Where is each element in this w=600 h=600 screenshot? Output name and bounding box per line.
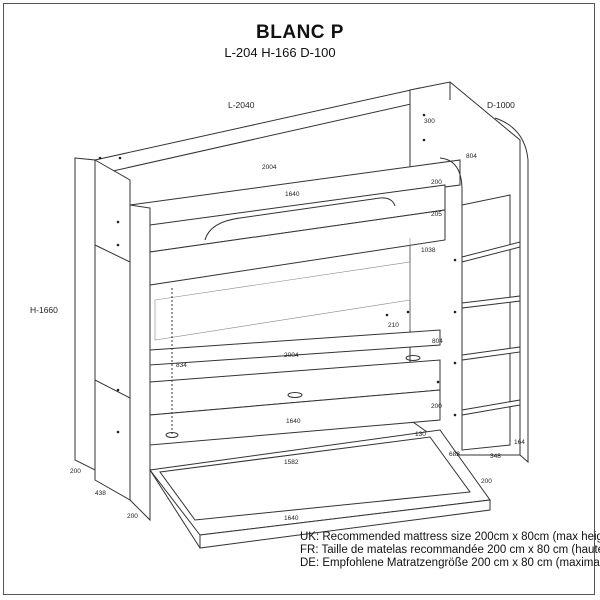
label-dim: 1582	[284, 459, 299, 466]
label-dim: 164	[514, 439, 525, 446]
label-dim: 130	[415, 431, 426, 438]
label-height: H-1660	[30, 305, 58, 315]
label-dim: 2004	[284, 352, 299, 359]
left-front-post	[94, 159, 131, 501]
product-dimensions: L-204 H-166 D-100	[224, 45, 336, 60]
label-dim: 1038	[421, 247, 436, 254]
label-dim: 804	[466, 153, 477, 160]
label-dim: 2004	[262, 164, 277, 171]
hole	[287, 392, 303, 398]
label-dim: 834	[176, 362, 187, 369]
drawer-edge	[149, 469, 201, 549]
page-border	[3, 3, 595, 595]
label-depth: D-1000	[487, 100, 515, 110]
hole	[405, 355, 421, 361]
drawer-inner	[159, 436, 471, 521]
note-fr: FR: Taille de matelas recommandée 200 cm…	[300, 544, 600, 556]
label-dim: 200	[431, 179, 442, 186]
note-de: DE: Empfohlene Matratzengröße 200 cm x 8…	[300, 557, 600, 569]
label-dim: 200	[431, 403, 442, 410]
label-dim: 205	[431, 211, 442, 218]
left-front-post-side	[129, 204, 151, 522]
lower-bed-rail	[149, 329, 441, 366]
product-title: BLANC P	[256, 22, 344, 43]
label-dim: 348	[490, 453, 501, 460]
label-dim: 1640	[286, 418, 301, 425]
label-dim: 210	[388, 322, 399, 329]
label-length: L-2040	[228, 100, 255, 110]
note-uk: UK: Recommended mattress size 200cm x 80…	[300, 531, 600, 543]
left-back-post	[74, 157, 96, 471]
label-dim: 1640	[285, 191, 300, 198]
label-dim: 300	[424, 118, 435, 125]
back-top-rail	[94, 87, 421, 176]
label-dim: 200	[481, 478, 492, 485]
screw-holes	[98, 113, 457, 434]
left-end-rail	[94, 244, 131, 263]
ladder-handrail	[439, 157, 463, 430]
left-end-rail	[94, 379, 131, 399]
guard-cutout	[204, 197, 396, 241]
label-dim: 438	[95, 490, 106, 497]
hole	[165, 432, 179, 438]
right-end-curve	[449, 82, 529, 464]
label-dim: 1640	[284, 515, 299, 522]
label-dim: 200	[127, 513, 138, 520]
drawer-front	[199, 499, 491, 549]
label-dim: 200	[70, 468, 81, 475]
label-dim: 682	[449, 451, 460, 458]
label-dim: 804	[432, 338, 443, 345]
ladder-rungs	[461, 241, 521, 416]
mattress-notes: UK: Recommended mattress size 200cm x 80…	[300, 531, 600, 570]
